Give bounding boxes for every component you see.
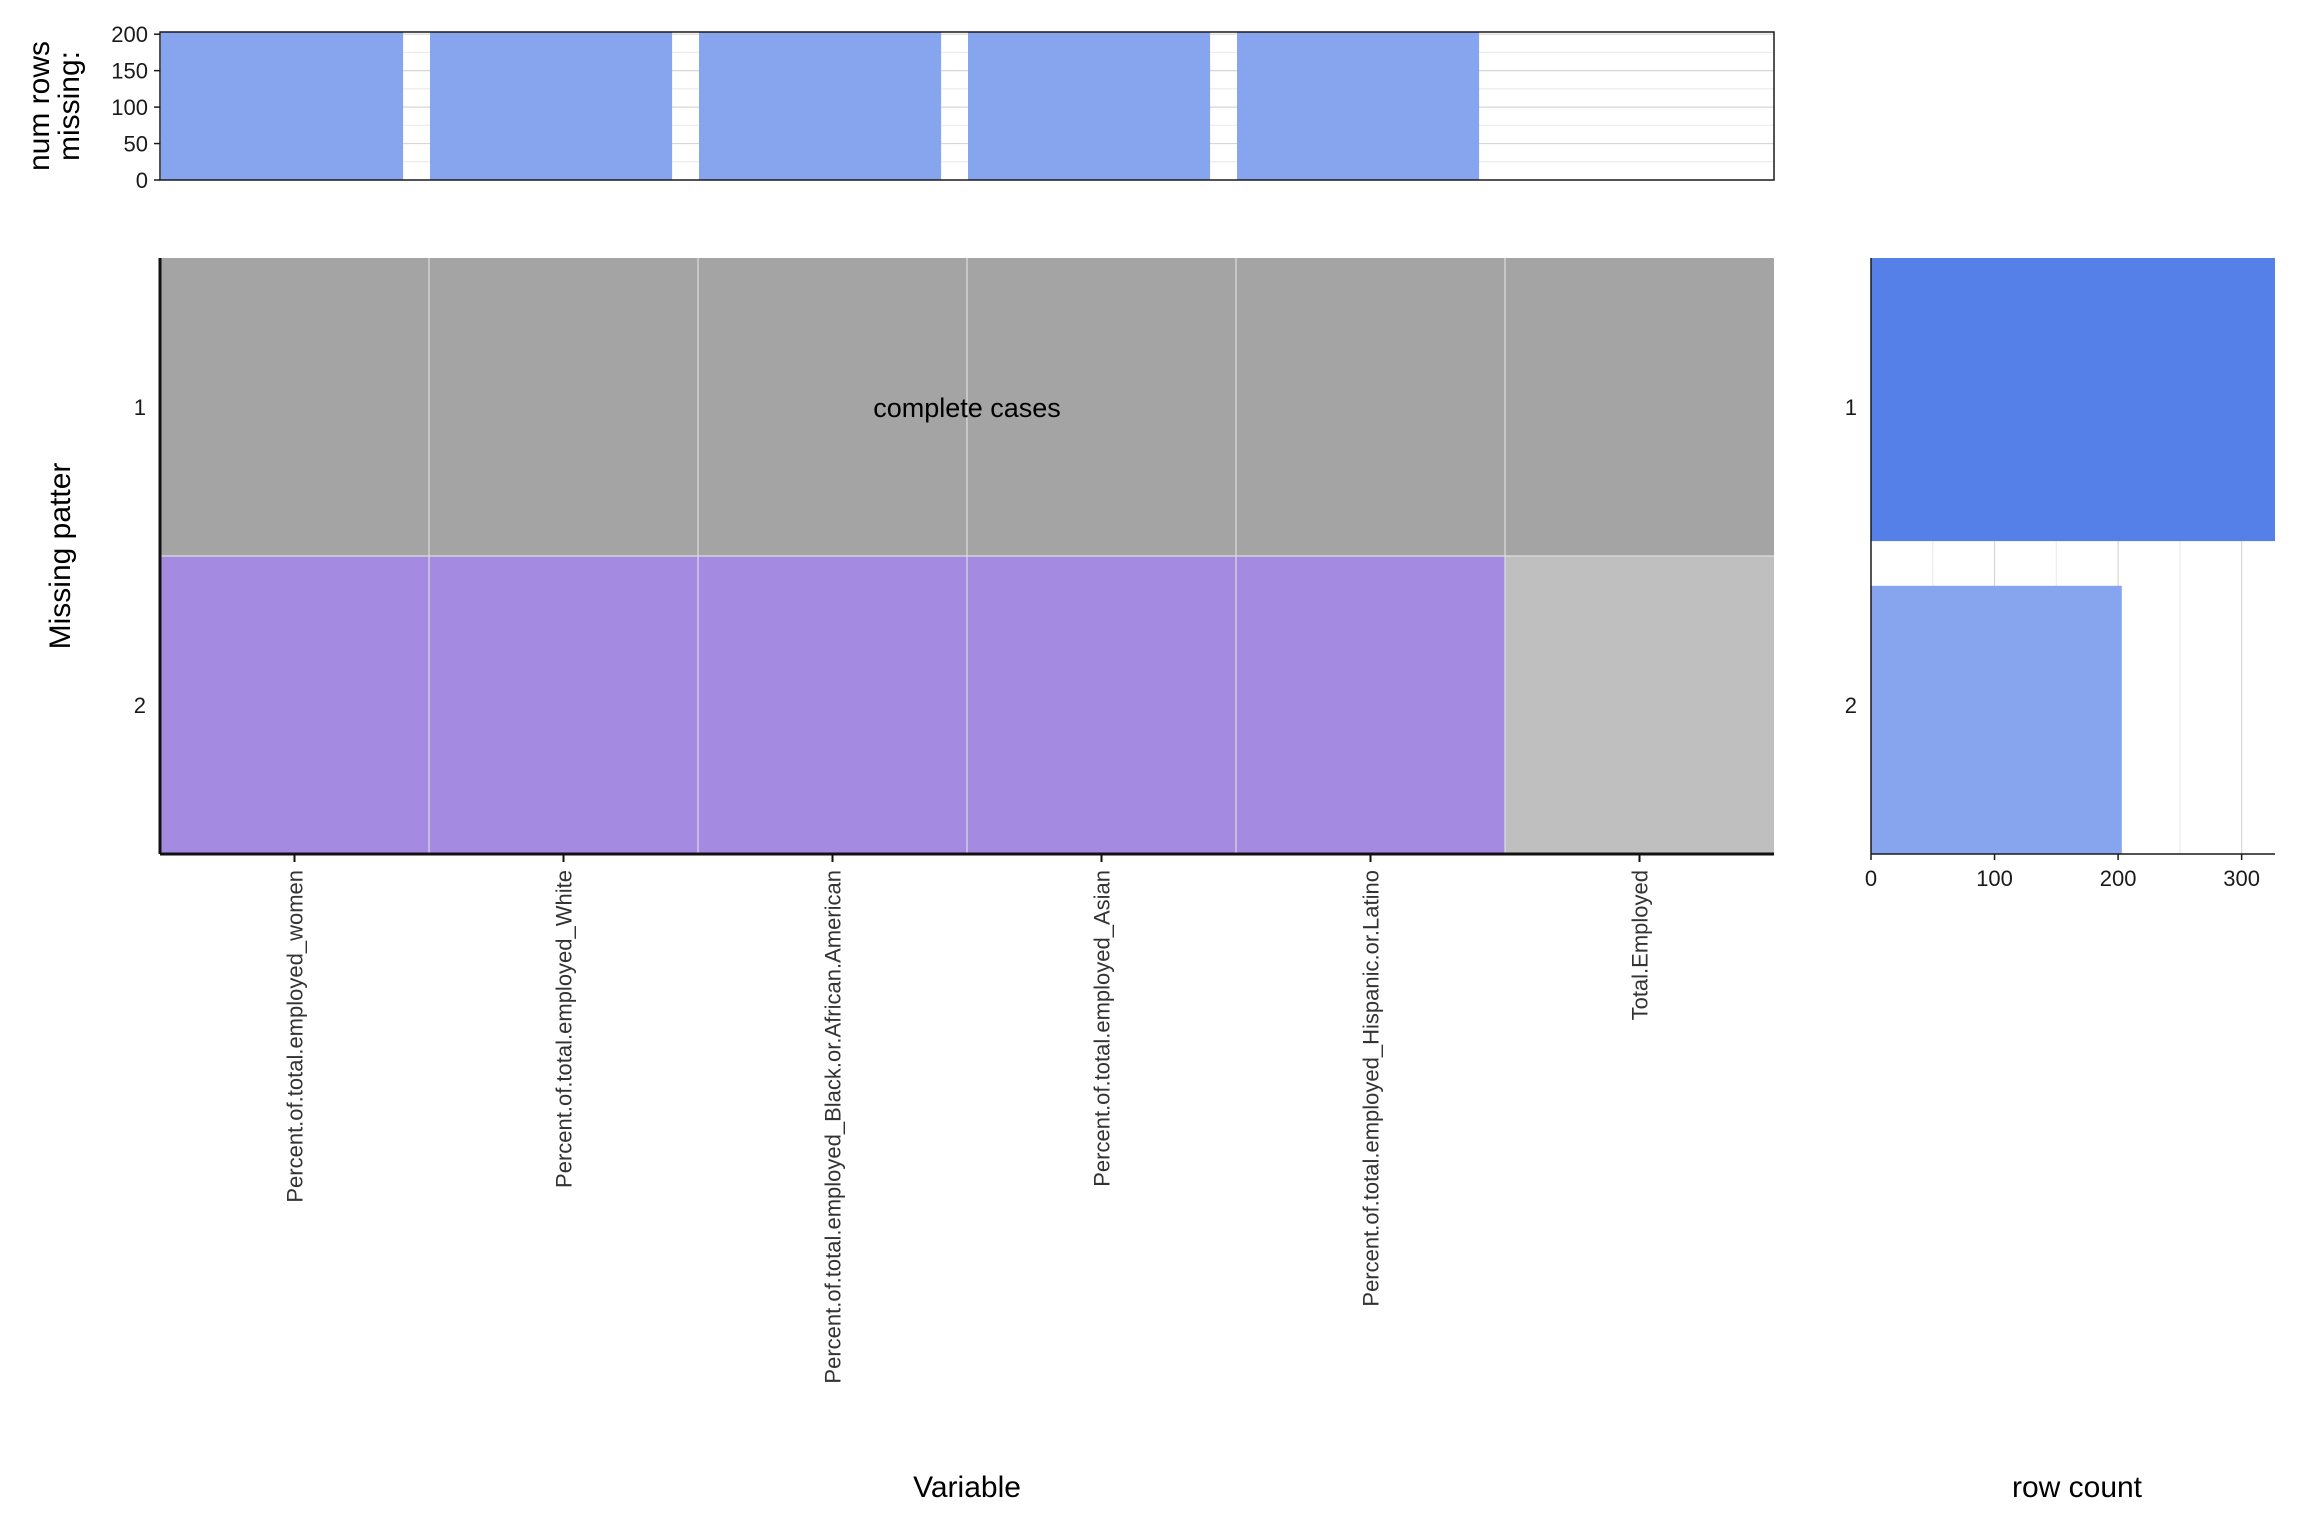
variable-label: Percent.of.total.employed_Hispanic.or.La… xyxy=(1359,870,1384,1307)
complete-cases-annotation: complete cases xyxy=(873,393,1061,423)
variable-label-group: Percent.of.total.employed_women xyxy=(283,870,308,1203)
top-y-axis-title-line-1: num rows xyxy=(23,41,56,171)
variable-label-group: Total.Employed xyxy=(1628,870,1653,1020)
variable-label: Percent.of.total.employed_Asian xyxy=(1090,870,1115,1187)
right-row-label: 2 xyxy=(1845,693,1857,718)
variable-label-group: Percent.of.total.employed_White xyxy=(552,870,577,1188)
pattern-cell xyxy=(429,556,698,854)
right-row-label: 1 xyxy=(1845,395,1857,420)
variable-label-group: Percent.of.total.employed_Asian xyxy=(1090,870,1115,1187)
top-y-tick-label: 200 xyxy=(111,22,148,47)
row-count-bar xyxy=(1871,258,2275,542)
pattern-cell xyxy=(698,258,967,556)
pattern-cell xyxy=(160,258,429,556)
top-bar xyxy=(430,32,673,180)
pattern-cell xyxy=(1236,556,1505,854)
pattern-cell xyxy=(1236,258,1505,556)
right-x-axis-title: row count xyxy=(2012,1471,2143,1504)
pattern-cell xyxy=(429,258,698,556)
pattern-cell xyxy=(698,556,967,854)
top-y-tick-label: 0 xyxy=(136,168,148,193)
top-y-tick-label: 50 xyxy=(124,132,148,157)
pattern-cell xyxy=(1505,556,1774,854)
right-panel: 1 2 0 100 200 300 row count xyxy=(1845,258,2275,1504)
top-y-tick-label: 100 xyxy=(111,95,148,120)
top-bar xyxy=(161,32,404,180)
right-x-tick-label: 200 xyxy=(2100,866,2137,891)
top-bar xyxy=(699,32,942,180)
main-y-axis-title: Missing patter xyxy=(44,463,77,650)
top-y-axis-title-line-2: missing: xyxy=(53,51,86,161)
main-x-axis-title: Variable xyxy=(913,1471,1021,1504)
variable-label: Percent.of.total.employed_women xyxy=(283,870,308,1203)
pattern-row-label: 1 xyxy=(134,395,146,420)
main-panel: 1 2 complete casesPercent.of.total.employe… xyxy=(44,258,1774,1504)
variable-label: Total.Employed xyxy=(1628,870,1653,1020)
row-count-bar xyxy=(1871,585,2122,854)
variable-label-group: Percent.of.total.employed_Black.or.Afric… xyxy=(821,870,846,1384)
pattern-cell xyxy=(967,258,1236,556)
main-y-axis-title-group: Missing patter xyxy=(44,463,77,650)
right-x-tick-label: 100 xyxy=(1976,866,2013,891)
top-y-tick-label: 150 xyxy=(111,59,148,84)
pattern-row-label: 2 xyxy=(134,693,146,718)
pattern-cell xyxy=(967,556,1236,854)
top-panel-border xyxy=(159,31,1775,181)
right-x-tick-label: 300 xyxy=(2223,866,2260,891)
variable-label: Percent.of.total.employed_Black.or.Afric… xyxy=(821,870,846,1384)
variable-label: Percent.of.total.employed_White xyxy=(552,870,577,1188)
right-x-tick-label: 0 xyxy=(1865,866,1877,891)
pattern-cell xyxy=(1505,258,1774,556)
variable-label-group: Percent.of.total.employed_Hispanic.or.La… xyxy=(1359,870,1384,1307)
top-bar xyxy=(968,32,1211,180)
pattern-cell xyxy=(160,556,429,854)
top-bar xyxy=(1237,32,1480,180)
